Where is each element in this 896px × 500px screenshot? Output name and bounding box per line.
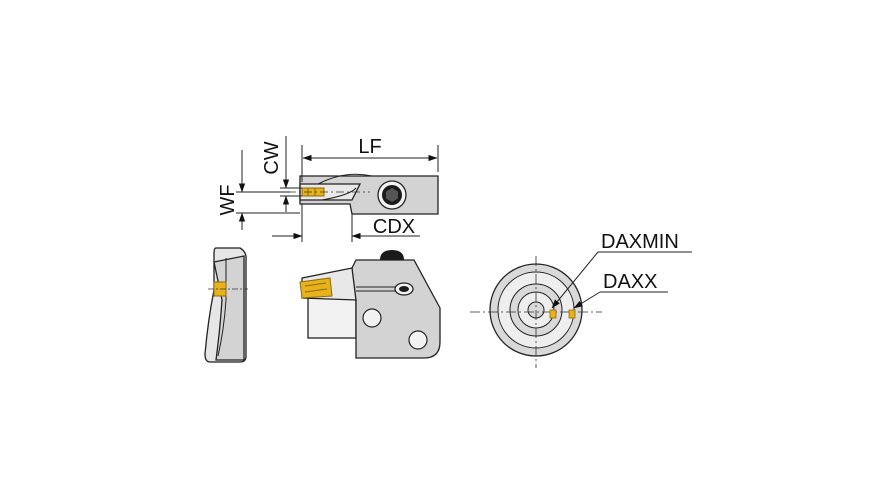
wf-label: WF <box>217 184 239 215</box>
lf-label: LF <box>358 136 381 158</box>
front-view-hole <box>362 308 382 328</box>
front-view-hole <box>408 330 428 350</box>
daxmin-label: DAXMIN <box>601 231 679 253</box>
front-view-insert <box>299 277 333 299</box>
end-view-insert <box>568 309 576 319</box>
cdx-label: CDX <box>373 216 415 238</box>
daxx-label: DAXX <box>603 271 657 293</box>
end-view-insert <box>549 309 557 319</box>
side-view <box>204 247 248 363</box>
top-view <box>288 173 439 215</box>
dimensions: LF CW WF CDX <box>217 136 439 242</box>
end-view: DAXMIN DAXX <box>470 231 692 368</box>
front-view <box>299 250 441 359</box>
cw-label: CW <box>261 141 283 174</box>
top-view-clamp <box>317 173 373 201</box>
